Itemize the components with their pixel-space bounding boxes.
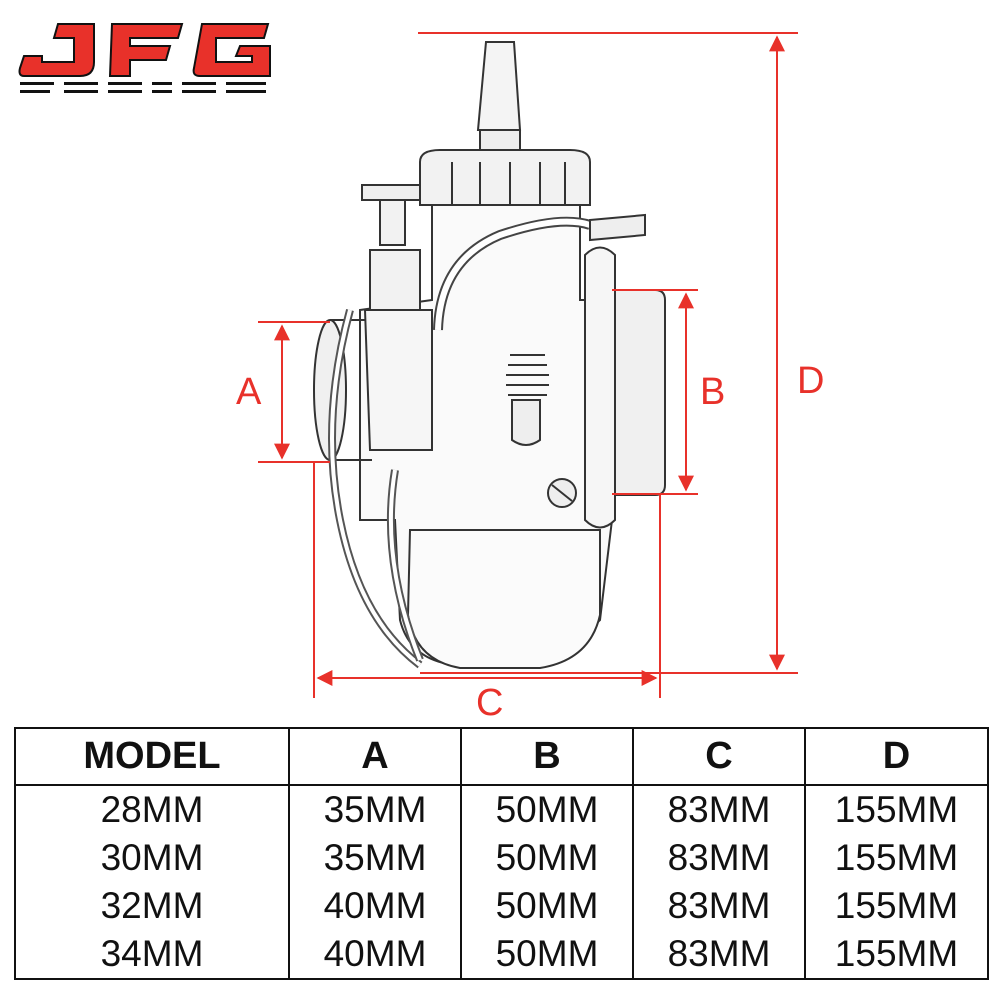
cell-b: 50MM (460, 881, 634, 930)
carburetor-dimension-diagram (258, 32, 798, 698)
cell-b: 50MM (460, 834, 634, 882)
dimension-lines (258, 32, 798, 698)
logo-letters (18, 23, 271, 77)
cell-c: 83MM (632, 881, 806, 930)
carburetor-drawing (313, 41, 666, 669)
cell-model: 32MM (14, 881, 290, 930)
outlet-flange (611, 289, 666, 496)
cell-d: 155MM (804, 834, 989, 882)
choke-knob (361, 184, 421, 201)
table-row: 28MM 35MM 50MM 83MM 155MM (14, 785, 989, 834)
header-d: D (804, 727, 989, 786)
dimension-label-b: B (700, 371, 726, 413)
jfg-racing-logo (18, 23, 271, 93)
cell-model: 34MM (14, 929, 290, 981)
cell-d: 155MM (804, 929, 989, 981)
cell-a: 35MM (288, 785, 462, 834)
cell-a: 40MM (288, 929, 462, 981)
header-c: C (632, 727, 806, 786)
cell-a: 35MM (288, 834, 462, 882)
cell-c: 83MM (632, 929, 806, 981)
dimension-label-c: C (476, 682, 504, 724)
cell-d: 155MM (804, 785, 989, 834)
logo-racing-strip (20, 82, 266, 93)
dimension-label-d: D (797, 360, 825, 402)
cell-c: 83MM (632, 834, 806, 882)
dimension-label-a: A (236, 371, 262, 413)
top-cable-adjuster (476, 41, 522, 131)
cell-b: 50MM (460, 929, 634, 981)
table-row: 34MM 40MM 50MM 83MM 155MM (14, 929, 989, 981)
cell-c: 83MM (632, 785, 806, 834)
header-a: A (288, 727, 462, 786)
float-bowl (406, 529, 601, 669)
table-header-row: MODEL A B C D (14, 727, 989, 786)
cell-model: 30MM (14, 834, 290, 882)
cell-a: 40MM (288, 881, 462, 930)
size-spec-table: MODEL A B C D 28MM 35MM 50MM 83MM 155MM … (14, 727, 989, 981)
header-model: MODEL (14, 727, 290, 786)
cell-d: 155MM (804, 881, 989, 930)
table-row: 32MM 40MM 50MM 83MM 155MM (14, 881, 989, 930)
vent-tube (584, 246, 616, 529)
cell-model: 28MM (14, 785, 290, 834)
table-row: 30MM 35MM 50MM 83MM 155MM (14, 834, 989, 882)
cell-b: 50MM (460, 785, 634, 834)
idle-screw-spring (506, 354, 549, 446)
header-b: B (460, 727, 634, 786)
top-cap (419, 149, 591, 206)
